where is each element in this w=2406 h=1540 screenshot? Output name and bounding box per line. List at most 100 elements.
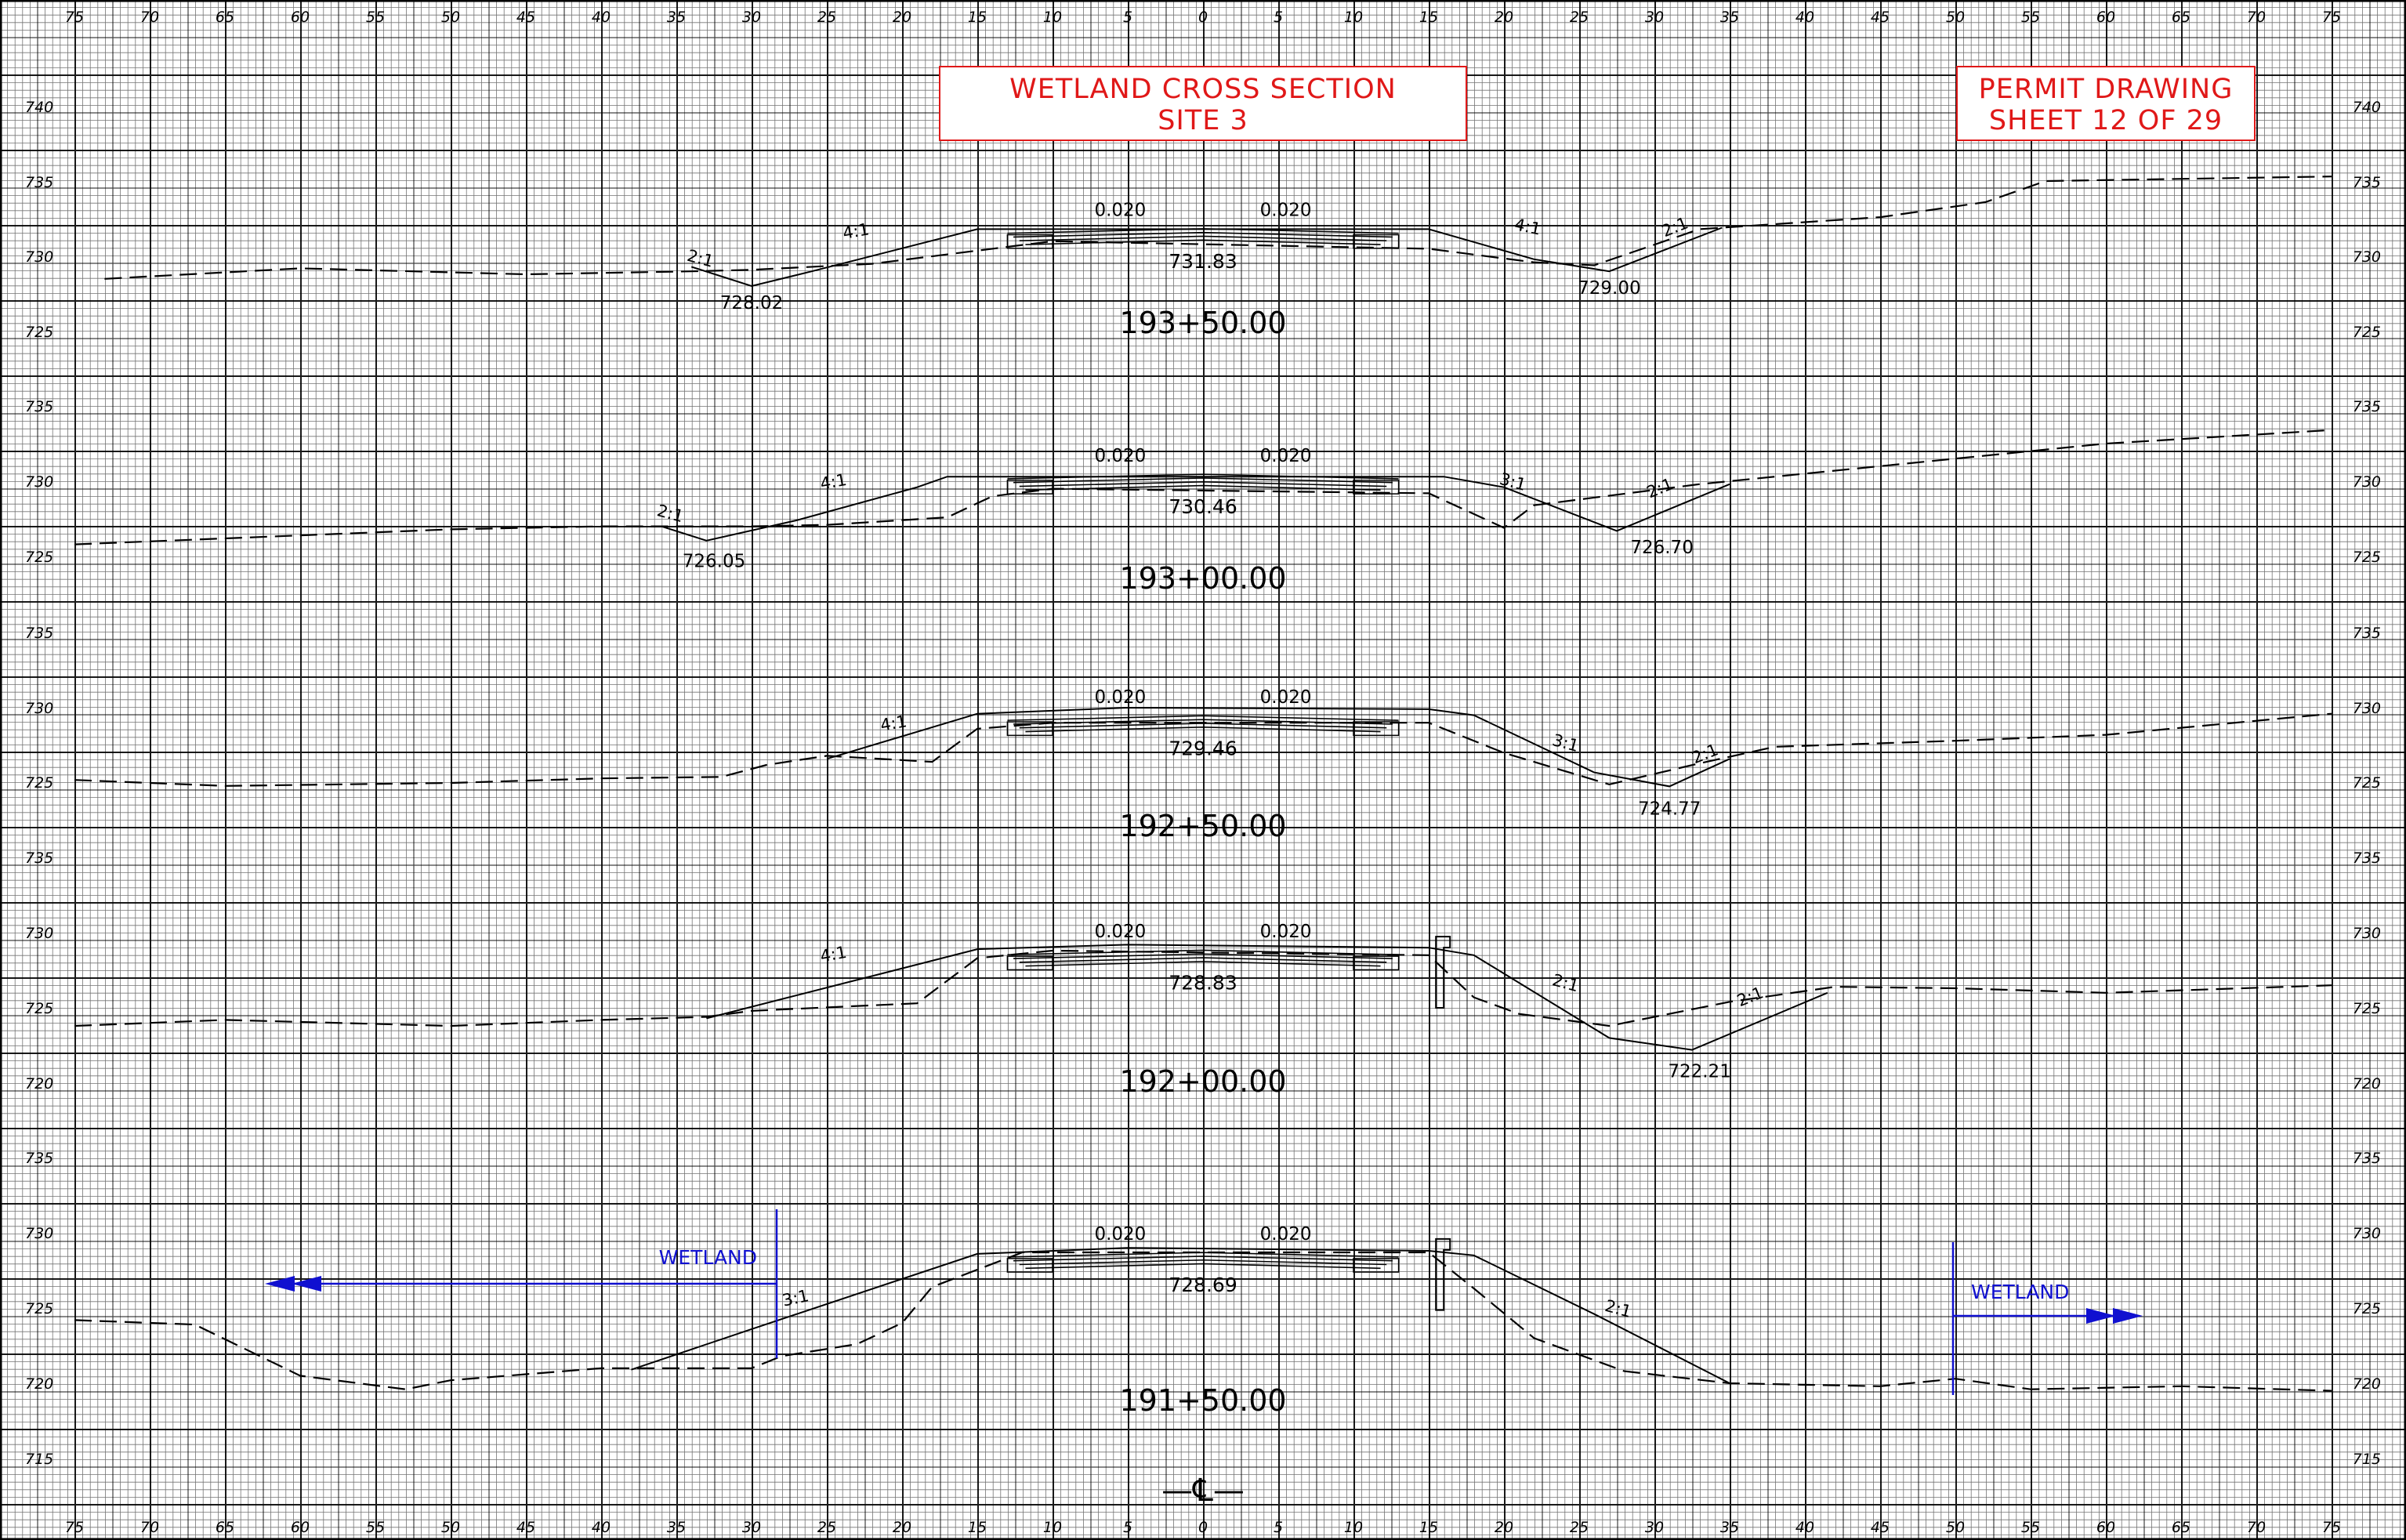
slope-ratio-label: 3:1 <box>1498 469 1528 495</box>
offset-label-bottom: 40 <box>592 1519 611 1536</box>
shoulder-layer <box>1006 234 1053 249</box>
pavement-layer <box>1025 961 1381 967</box>
center-elevation: 728.83 <box>1169 971 1237 994</box>
offset-label-bottom: 45 <box>516 1519 535 1536</box>
cross-slope-label: 0.020 <box>1260 446 1312 466</box>
offset-label-bottom: 5 <box>1274 1519 1283 1536</box>
elev-label: 720 <box>2353 1375 2381 1393</box>
offset-label-top: 25 <box>817 9 836 26</box>
offset-label-top: 5 <box>1123 9 1132 26</box>
proposed-section-line <box>631 1247 1730 1384</box>
offset-label-bottom: 40 <box>1795 1519 1814 1536</box>
offset-label-top: 30 <box>742 9 761 26</box>
offset-label-top: 70 <box>140 9 159 26</box>
offset-label-bottom: 25 <box>1570 1519 1589 1536</box>
slope-ratio-label: 2:1 <box>655 501 686 526</box>
elev-label: 715 <box>2353 1451 2381 1468</box>
slope-ratio-label: 4:1 <box>879 712 908 735</box>
elev-label: 720 <box>25 1075 53 1092</box>
pavement-layer <box>1019 723 1387 729</box>
offset-label-top: 45 <box>1871 9 1890 26</box>
pavement-layer <box>1025 726 1381 733</box>
elev-label: 725 <box>25 1300 53 1317</box>
offset-label-top: 55 <box>366 9 385 26</box>
ditch-elevation-label: 729.00 <box>1578 278 1640 299</box>
elev-label: 715 <box>25 1451 53 1468</box>
center-elevation: 728.69 <box>1169 1274 1237 1296</box>
elev-label: 725 <box>2353 1300 2381 1317</box>
existing-ground-line <box>74 712 2332 787</box>
cross-slope-label: 0.020 <box>1260 1224 1312 1245</box>
wetland-label-right: WETLAND <box>1971 1281 2069 1303</box>
offset-label-top: 35 <box>1720 9 1739 26</box>
elev-label: 725 <box>25 1000 53 1017</box>
offset-label-bottom: 65 <box>2172 1519 2190 1536</box>
proposed-section-line <box>661 476 1730 542</box>
slope-ratio-label: 4:1 <box>819 470 848 494</box>
elev-label: 730 <box>25 248 53 266</box>
offset-label-top: 75 <box>65 9 84 26</box>
shoulder-layer <box>1353 721 1400 737</box>
pavement-layer <box>1025 484 1381 491</box>
proposed-section-line <box>706 944 1828 1051</box>
offset-label-bottom: 20 <box>1495 1519 1513 1536</box>
offset-label-top: 75 <box>2322 9 2341 26</box>
station-label: 193+50.00 <box>1119 306 1286 340</box>
elev-label: 735 <box>2353 398 2381 415</box>
pavement-layer <box>1007 1252 1399 1258</box>
station-label: 192+50.00 <box>1119 809 1286 843</box>
slope-ratio-label: 2:1 <box>1734 983 1766 1010</box>
pavement-layer <box>1007 949 1399 956</box>
offset-label-bottom: 30 <box>742 1519 761 1536</box>
elev-label: 730 <box>2353 1225 2381 1242</box>
offset-label-top: 40 <box>592 9 611 26</box>
center-elevation: 729.46 <box>1169 737 1237 759</box>
offset-label-top: 65 <box>216 9 234 26</box>
offset-label-bottom: 5 <box>1123 1519 1132 1536</box>
pavement-layer <box>1019 235 1387 242</box>
elev-label: 725 <box>25 324 53 341</box>
elev-label: 735 <box>25 174 53 191</box>
center-elevation: 730.46 <box>1169 495 1237 518</box>
existing-ground-line <box>74 1251 2332 1392</box>
cross-slope-label: 0.020 <box>1094 687 1146 708</box>
elev-label: 735 <box>2353 850 2381 867</box>
elev-label: 735 <box>2353 1150 2381 1167</box>
offset-label-bottom: 10 <box>1043 1519 1062 1536</box>
offset-label-top: 60 <box>291 9 310 26</box>
pavement-layer <box>1007 473 1399 480</box>
guardrail-post <box>1435 1237 1451 1311</box>
arrowhead-right-icon <box>2086 1308 2143 1324</box>
offset-label-bottom: 50 <box>441 1519 460 1536</box>
existing-ground-line <box>104 176 2332 280</box>
shoulder-layer <box>1006 721 1053 737</box>
offset-label-bottom: 75 <box>65 1519 84 1536</box>
offset-label-top: 50 <box>441 9 460 26</box>
offset-label-bottom: 0 <box>1198 1519 1208 1536</box>
elev-label: 730 <box>2353 473 2381 491</box>
offset-label-bottom: 45 <box>1871 1519 1890 1536</box>
offset-label-bottom: 10 <box>1344 1519 1363 1536</box>
pavement-layer <box>1019 1259 1387 1266</box>
title-line-2: SITE 3 <box>1158 105 1248 136</box>
pavement-layer <box>1025 1263 1381 1270</box>
offset-label-top: 60 <box>2096 9 2115 26</box>
pavement-layer <box>1007 715 1399 721</box>
offset-label-bottom: 75 <box>2322 1519 2341 1536</box>
elev-label: 730 <box>25 473 53 491</box>
offset-label-top: 50 <box>1946 9 1965 26</box>
shoulder-layer <box>1006 480 1053 495</box>
shoulder-layer <box>1353 1258 1400 1273</box>
proposed-section-line <box>826 706 1730 788</box>
offset-label-bottom: 70 <box>2247 1519 2266 1536</box>
pavement-layer <box>1025 239 1381 245</box>
arrowhead-left-icon <box>265 1276 321 1292</box>
ditch-elevation-label: 728.02 <box>720 293 783 313</box>
elev-label: 725 <box>2353 774 2381 792</box>
pavement-layer <box>1007 228 1399 234</box>
permit-block: PERMIT DRAWING SHEET 12 OF 29 <box>1956 66 2256 141</box>
offset-label-bottom: 30 <box>1645 1519 1664 1536</box>
